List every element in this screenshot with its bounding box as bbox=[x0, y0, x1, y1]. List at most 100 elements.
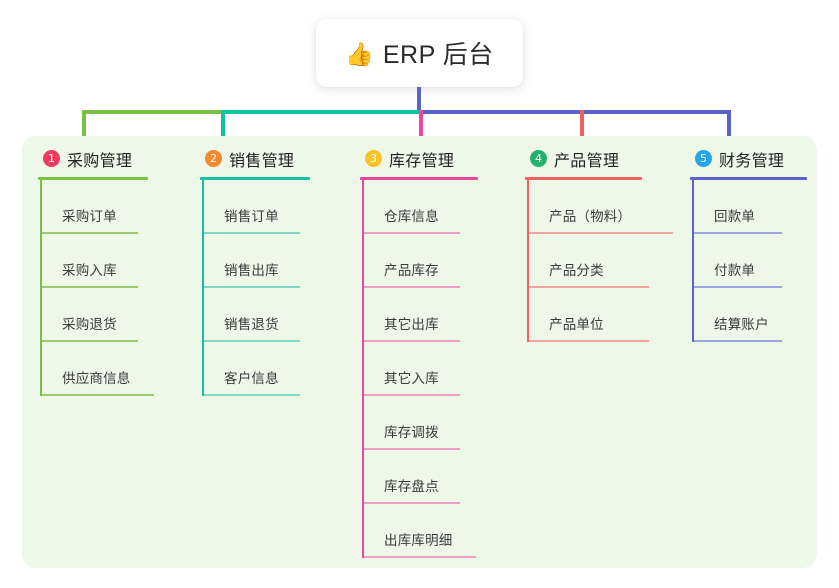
leaf-label: 产品分类 bbox=[549, 263, 604, 278]
leaf-label: 产品库存 bbox=[384, 263, 439, 278]
leaf-node[interactable]: 结算账户 bbox=[692, 288, 835, 342]
column-spine bbox=[692, 180, 694, 342]
column-badge-1: 1 bbox=[43, 150, 60, 167]
leaf-rule bbox=[694, 232, 782, 234]
column-title: 财务管理 bbox=[719, 152, 785, 170]
column-title: 产品管理 bbox=[554, 152, 620, 170]
leaf-node[interactable]: 采购退货 bbox=[40, 288, 188, 342]
leaf-label: 销售出库 bbox=[224, 263, 279, 278]
connector-bus-teal bbox=[221, 110, 421, 114]
leaf-label: 销售退货 bbox=[224, 317, 279, 332]
leaf-node[interactable]: 采购订单 bbox=[40, 180, 188, 234]
column-header-5[interactable]: 5 财务管理 bbox=[690, 146, 835, 171]
connector-bus-green bbox=[82, 110, 223, 114]
leaf-label: 回款单 bbox=[714, 209, 756, 224]
column-header-2[interactable]: 2 销售管理 bbox=[200, 146, 350, 171]
column-header-1[interactable]: 1 采购管理 bbox=[38, 146, 188, 171]
column-items: 采购订单采购入库采购退货供应商信息 bbox=[38, 180, 188, 396]
leaf-rule bbox=[42, 340, 138, 342]
leaf-rule bbox=[694, 286, 782, 288]
leaf-label: 采购订单 bbox=[62, 209, 117, 224]
column-badge-3: 3 bbox=[365, 150, 382, 167]
column-spine bbox=[527, 180, 529, 342]
leaf-node[interactable]: 销售订单 bbox=[202, 180, 350, 234]
column-title: 采购管理 bbox=[67, 152, 133, 170]
leaf-rule bbox=[364, 394, 460, 396]
column-items: 回款单付款单结算账户 bbox=[690, 180, 835, 342]
column-rule bbox=[200, 177, 310, 180]
leaf-rule bbox=[204, 286, 300, 288]
column-sales: 2 销售管理销售订单销售出库销售退货客户信息 bbox=[200, 146, 350, 396]
leaf-label: 仓库信息 bbox=[384, 209, 439, 224]
column-title: 销售管理 bbox=[229, 152, 295, 170]
column-purchase: 1 采购管理采购订单采购入库采购退货供应商信息 bbox=[38, 146, 188, 396]
leaf-label: 采购退货 bbox=[62, 317, 117, 332]
leaf-node[interactable]: 回款单 bbox=[692, 180, 835, 234]
thumbs-up-icon: 👍 bbox=[345, 40, 374, 67]
leaf-node[interactable]: 产品（物料） bbox=[527, 180, 685, 234]
leaf-rule bbox=[204, 232, 300, 234]
leaf-label: 付款单 bbox=[714, 263, 756, 278]
leaf-node[interactable]: 库存盘点 bbox=[362, 450, 515, 504]
diagram-panel bbox=[22, 136, 817, 568]
leaf-rule bbox=[42, 232, 138, 234]
column-spine bbox=[40, 180, 42, 396]
leaf-node[interactable]: 销售出库 bbox=[202, 234, 350, 288]
column-items: 仓库信息产品库存其它出库其它入库库存调拨库存盘点出库库明细 bbox=[360, 180, 515, 558]
leaf-rule bbox=[364, 448, 460, 450]
leaf-node[interactable]: 客户信息 bbox=[202, 342, 350, 396]
leaf-rule bbox=[364, 232, 460, 234]
column-rule bbox=[525, 177, 642, 180]
leaf-rule bbox=[529, 232, 673, 234]
column-badge-5: 5 bbox=[695, 150, 712, 167]
leaf-label: 客户信息 bbox=[224, 371, 279, 386]
leaf-rule bbox=[204, 340, 300, 342]
connector-stem bbox=[417, 87, 421, 112]
column-spine bbox=[362, 180, 364, 558]
leaf-label: 其它入库 bbox=[384, 371, 439, 386]
leaf-label: 其它出库 bbox=[384, 317, 439, 332]
leaf-label: 库存调拨 bbox=[384, 425, 439, 440]
leaf-node[interactable]: 供应商信息 bbox=[40, 342, 188, 396]
connector-drop-inventory bbox=[419, 110, 423, 140]
leaf-label: 出库库明细 bbox=[384, 533, 453, 548]
column-rule bbox=[38, 177, 148, 180]
column-rule bbox=[690, 177, 807, 180]
leaf-node[interactable]: 产品库存 bbox=[362, 234, 515, 288]
leaf-node[interactable]: 其它出库 bbox=[362, 288, 515, 342]
leaf-rule bbox=[42, 394, 154, 396]
leaf-rule bbox=[42, 286, 138, 288]
connector-drop-purchase bbox=[82, 110, 86, 140]
leaf-label: 供应商信息 bbox=[62, 371, 131, 386]
leaf-node[interactable]: 销售退货 bbox=[202, 288, 350, 342]
leaf-node[interactable]: 出库库明细 bbox=[362, 504, 515, 558]
leaf-node[interactable]: 付款单 bbox=[692, 234, 835, 288]
leaf-rule bbox=[364, 286, 460, 288]
leaf-node[interactable]: 产品单位 bbox=[527, 288, 685, 342]
leaf-label: 库存盘点 bbox=[384, 479, 439, 494]
root-node-card[interactable]: 👍 ERP 后台 bbox=[316, 19, 523, 87]
column-badge-2: 2 bbox=[205, 150, 222, 167]
leaf-node[interactable]: 其它入库 bbox=[362, 342, 515, 396]
leaf-rule bbox=[364, 340, 460, 342]
leaf-rule bbox=[529, 340, 649, 342]
column-spine bbox=[202, 180, 204, 396]
root-title: ERP 后台 bbox=[382, 41, 494, 69]
leaf-node[interactable]: 仓库信息 bbox=[362, 180, 515, 234]
leaf-node[interactable]: 产品分类 bbox=[527, 234, 685, 288]
leaf-node[interactable]: 库存调拨 bbox=[362, 396, 515, 450]
column-items: 产品（物料） 产品分类产品单位 bbox=[525, 180, 685, 342]
leaf-node[interactable]: 采购入库 bbox=[40, 234, 188, 288]
leaf-rule bbox=[529, 286, 649, 288]
connector-drop-sales bbox=[221, 110, 225, 140]
connector-drop-finance bbox=[727, 110, 731, 140]
leaf-label: 产品（物料） bbox=[549, 209, 632, 224]
leaf-label: 产品单位 bbox=[549, 317, 604, 332]
leaf-rule bbox=[204, 394, 300, 396]
leaf-label: 销售订单 bbox=[224, 209, 279, 224]
column-finance: 5 财务管理回款单付款单结算账户 bbox=[690, 146, 835, 342]
